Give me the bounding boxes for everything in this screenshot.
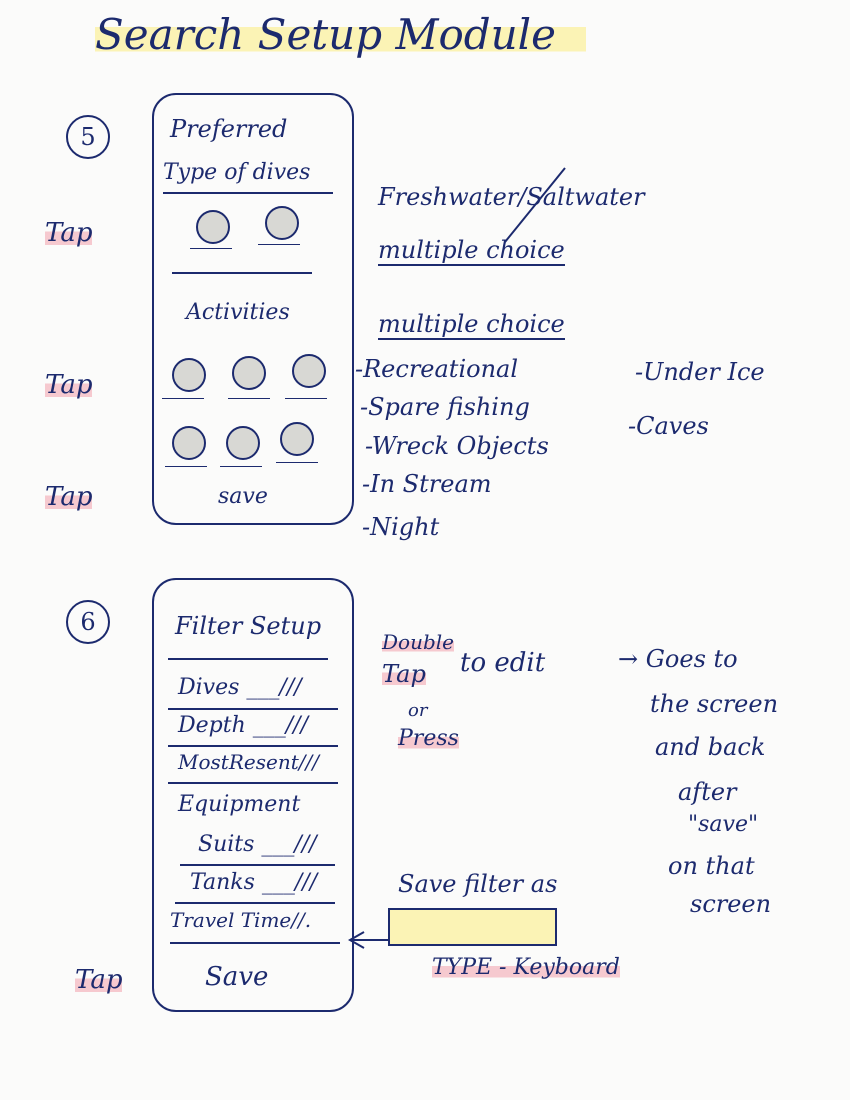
filter-travel-time[interactable]: Travel Time//. (170, 908, 312, 932)
activity-night: -Night (362, 513, 440, 541)
save-filter-as-label: Save filter as (398, 870, 558, 898)
option-underline (220, 466, 262, 467)
note-fresh-salt: Freshwater/Saltwater (378, 183, 645, 211)
filter-suits[interactable]: Suits ___/// (198, 832, 317, 857)
activity-recreational: -Recreational (355, 355, 519, 383)
divider (172, 272, 312, 274)
equipment-heading: Equipment (178, 792, 301, 817)
filter-most-recent[interactable]: MostResent/// (178, 750, 319, 774)
goes-to-line7: screen (690, 890, 772, 918)
type-keyboard-note: TYPE - Keyboard (432, 955, 620, 980)
gesture-double: Double (382, 630, 454, 654)
goes-to-line2: the screen (650, 690, 779, 718)
phone-mockup-step6 (152, 578, 354, 1012)
activity-caves: -Caves (628, 412, 709, 440)
goes-to-line4: after (678, 778, 737, 806)
step-number-5: 5 (66, 115, 110, 159)
note-multiple-choice-dive-type: multiple choice (378, 236, 565, 266)
divider (163, 192, 333, 194)
goes-to-line1: → Goes to (618, 645, 738, 673)
option-recreational[interactable] (172, 358, 206, 392)
option-wreck-objects[interactable] (292, 354, 326, 388)
activity-wreck-objects: -Wreck Objects (365, 432, 549, 460)
gesture-tap: Tap (382, 660, 426, 688)
option-underline (276, 462, 318, 463)
step-number-6: 6 (66, 600, 110, 644)
activity-in-stream: -In Stream (362, 470, 492, 498)
dive-type-header-line2: Type of dives (163, 160, 311, 185)
divider (175, 902, 335, 904)
divider (168, 708, 338, 710)
goes-to-line6: on that (668, 852, 755, 880)
tap-label-save-filter: Tap (75, 965, 123, 995)
activity-under-ice: -Under Ice (635, 358, 765, 386)
goes-to-line3: and back (655, 733, 766, 761)
option-night[interactable] (226, 426, 260, 460)
option-underline (162, 398, 204, 399)
divider (180, 864, 335, 866)
option-underline (228, 398, 270, 399)
phone-mockup-step5 (152, 93, 354, 525)
gesture-or: or (408, 700, 428, 721)
filter-tanks[interactable]: Tanks ___/// (190, 870, 318, 895)
option-underline (190, 248, 232, 249)
option-freshwater[interactable] (196, 210, 230, 244)
divider (170, 942, 340, 944)
filter-setup-heading: Filter Setup (175, 612, 322, 640)
page-title: Search Setup Module (95, 10, 586, 59)
gesture-to-edit: to edit (460, 648, 546, 678)
filter-name-input[interactable] (388, 908, 557, 946)
divider (168, 782, 338, 784)
option-spare-fishing[interactable] (232, 356, 266, 390)
activity-spare-fishing: -Spare fishing (360, 393, 530, 421)
filter-dives[interactable]: Dives ___/// (178, 675, 302, 700)
tap-label-activities: Tap (45, 370, 93, 400)
save-filter-button[interactable]: Save (205, 962, 269, 992)
dive-type-header-line1: Preferred (170, 115, 288, 143)
activities-heading: Activities (186, 300, 290, 325)
note-multiple-choice-activities: multiple choice (378, 310, 565, 340)
divider (168, 745, 338, 747)
divider (168, 658, 328, 660)
goes-to-line5: "save" (688, 812, 759, 837)
gesture-press: Press (398, 726, 459, 751)
save-button[interactable]: save (218, 484, 268, 509)
option-underline (165, 466, 207, 467)
option-underline (258, 244, 300, 245)
option-underline (285, 398, 327, 399)
filter-depth[interactable]: Depth ___/// (178, 713, 308, 738)
tap-label-save: Tap (45, 482, 93, 512)
tap-label-type: Tap (45, 218, 93, 248)
option-in-stream[interactable] (172, 426, 206, 460)
option-saltwater[interactable] (265, 206, 299, 240)
option-under-ice[interactable] (280, 422, 314, 456)
